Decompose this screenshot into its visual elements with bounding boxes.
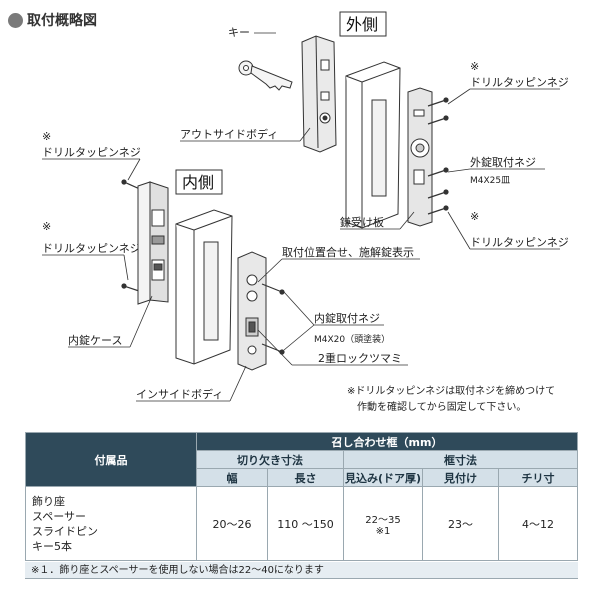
spec-table: 付属品 召し合わせ框（mm） 切り欠き寸法 框寸法 幅 長さ 見込み(ドア厚) … <box>25 432 578 561</box>
inner-lock-case <box>137 181 169 305</box>
notch-header: 切り欠き寸法 <box>196 450 344 469</box>
depth-value: 22〜35 <box>365 514 401 526</box>
note-line-1: ※ドリルタッピンネジは取付ネジを締めつけて <box>347 386 556 397</box>
bullet-icon <box>8 12 23 28</box>
depth-header: 見込み(ドア厚) <box>343 468 423 487</box>
outside-escutcheon <box>407 87 433 227</box>
chiri-header: チリ寸 <box>498 468 578 487</box>
length-header: 長さ <box>267 468 344 487</box>
page-title: 取付概略図 <box>8 10 97 30</box>
accessory-list: 飾り座 スペーサー スライドピン キー5本 <box>25 486 197 561</box>
accessory-item: スライドピン <box>32 524 98 538</box>
outer-lock-screw-label: 外錠取付ネジ <box>470 155 536 169</box>
accessory-item: キー5本 <box>32 539 72 553</box>
note-line-2: 作動を確認してから固定して下さい。 <box>357 402 527 413</box>
inside-label: 内側 <box>182 173 214 192</box>
accessory-item: スペーサー <box>32 509 87 523</box>
inside-body-label: インサイドボディ <box>136 387 223 401</box>
face-header: 見付け <box>422 468 499 487</box>
installation-diagram: 外側 キー アウトサイドボディ ※ <box>42 11 569 402</box>
depth-cell: 22〜35 ※1 <box>343 486 423 561</box>
footnote: ※１．飾り座とスペーサーを使用しない場合は22〜40になります <box>25 562 578 579</box>
drill-screw-asterisk-top: ※ <box>470 60 479 73</box>
width-value: 20〜26 <box>196 486 268 561</box>
strike-plate-label: 鎌受け板 <box>340 215 384 229</box>
outside-body-part <box>301 35 337 153</box>
accessory-item: 飾り座 <box>32 494 65 508</box>
double-knob-label: 2重ロックツマミ <box>318 351 402 365</box>
drill-screw-label-left-top: ドリルタッピンネジ <box>42 146 141 159</box>
drill-screw-asterisk-left-bottom: ※ <box>42 220 51 233</box>
frame-header: 框寸法 <box>343 450 578 469</box>
alignment-label: 取付位置合せ、施解錠表示 <box>282 245 414 259</box>
inner-lock-screw-size: M4X20（頭塗装） <box>314 333 390 345</box>
inner-lock-screw-label: 内錠取付ネジ <box>314 311 380 325</box>
drill-screw-asterisk-left-top: ※ <box>42 130 51 143</box>
outside-frame <box>345 61 401 229</box>
drill-screw-label-bottom: ドリルタッピンネジ <box>470 236 569 249</box>
inside-frame <box>175 209 233 365</box>
key-icon <box>238 60 293 91</box>
outside-body-label: アウトサイドボディ <box>180 127 278 141</box>
key-label: キー <box>228 26 250 39</box>
inside-body-part <box>237 251 267 371</box>
face-value: 23〜 <box>422 486 499 561</box>
drill-screw-asterisk-bottom: ※ <box>470 210 479 223</box>
width-header: 幅 <box>196 468 268 487</box>
outside-label: 外側 <box>346 15 378 34</box>
accessory-header: 付属品 <box>25 432 197 487</box>
outside-label-box <box>339 11 387 37</box>
inside-screw-icons <box>261 283 285 355</box>
drill-screw-label-left-bottom: ドリルタッピンネジ <box>42 242 141 255</box>
depth-note: ※1 <box>375 525 391 537</box>
outer-lock-screw-size: M4X25皿 <box>470 176 510 186</box>
chiri-value: 4〜12 <box>498 486 578 561</box>
inside-label-box <box>175 169 223 195</box>
outside-screw-icons <box>427 97 449 215</box>
drill-screw-label-top: ドリルタッピンネジ <box>470 76 569 89</box>
group-header: 召し合わせ框（mm） <box>196 432 578 451</box>
inner-case-label: 内錠ケース <box>68 333 122 347</box>
length-value: 110 〜150 <box>267 486 344 561</box>
page-title-text: 取付概略図 <box>27 13 97 29</box>
